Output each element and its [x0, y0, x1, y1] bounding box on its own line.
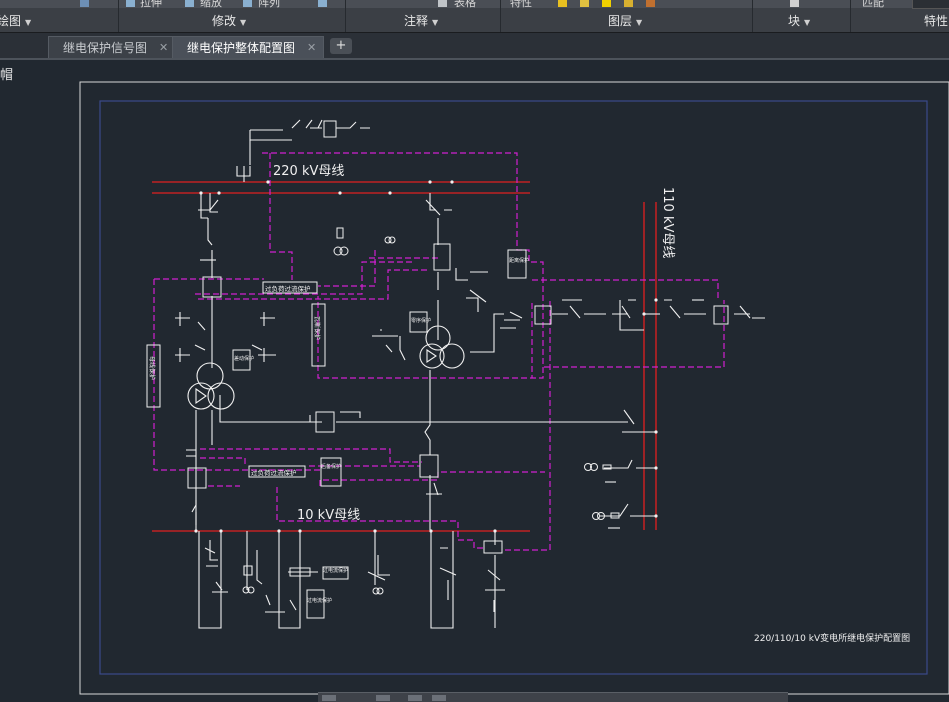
panel-properties[interactable]: 特性	[924, 12, 948, 29]
layer-freeze-icon[interactable]	[580, 0, 589, 7]
relay-label: 后备保护	[321, 463, 341, 470]
panel-modify-label: 修改	[212, 14, 237, 28]
junction-dots	[194, 180, 658, 533]
table-icon[interactable]	[438, 0, 447, 7]
relay-label: 母线保护	[148, 356, 156, 380]
relay-label: 过负荷过流保护	[265, 284, 311, 293]
panel-divider	[345, 0, 346, 32]
stretch-icon[interactable]	[80, 0, 89, 7]
move-icon[interactable]	[126, 0, 135, 7]
panel-draw-label: 绘图	[0, 14, 22, 28]
panel-block-label: 块	[788, 14, 801, 28]
block-dropdown-icon[interactable]	[790, 0, 799, 7]
match-properties-field[interactable]	[912, 0, 949, 9]
bus-220kv	[152, 181, 530, 194]
bus-10kv-label: 10 kV母线	[297, 508, 360, 523]
relay-label: 差动保护	[234, 355, 254, 362]
panel-divider	[118, 0, 119, 32]
tab-label: 继电保护信号图	[63, 41, 148, 55]
single-line-diagram	[175, 119, 765, 629]
relay-label: 过电流保护	[307, 597, 332, 604]
panel-divider	[850, 0, 851, 32]
stretch-command[interactable]: 拉伸	[140, 0, 162, 8]
array-icon[interactable]	[243, 0, 252, 7]
panel-layers-label: 图层	[608, 14, 633, 28]
drawing-title: 220/110/10 kV变电所继电保护配置图	[754, 632, 910, 644]
status-segment[interactable]	[322, 695, 336, 701]
relay-label: 过负荷过流保护	[251, 468, 297, 477]
ribbon-command-strip: 拉伸 缩放 阵列 表格 特性 匹配	[0, 0, 949, 8]
close-icon[interactable]: ✕	[307, 41, 317, 54]
layer-light-icon[interactable]	[602, 0, 611, 7]
transformer-middle	[419, 325, 465, 369]
ribbon: 拉伸 缩放 阵列 表格 特性 匹配 绘图▼ 修改▼ 注释▼ 图层▼ 块▼ 特性	[0, 0, 949, 33]
array-command[interactable]: 阵列	[258, 0, 280, 8]
relay-box-labels: 过负荷过流保护 过负荷过流保护 过电流保护 差动保护 零序保护 距离保护 后备保…	[148, 257, 529, 604]
panel-layers[interactable]: 图层▼	[608, 12, 642, 29]
relay-boxes	[146, 249, 527, 619]
layer-lock-icon[interactable]	[624, 0, 633, 7]
relay-label: 过电流保护	[323, 567, 348, 574]
copy-icon[interactable]	[318, 0, 327, 7]
bus-110kv-label: 110 kV母线	[660, 187, 675, 258]
properties-command[interactable]: 特性	[510, 0, 532, 8]
status-segment[interactable]	[432, 695, 446, 701]
chevron-down-icon: ▼	[25, 18, 32, 27]
panel-divider	[752, 0, 753, 32]
panel-divider	[500, 0, 501, 32]
viewport-label[interactable]: 帽	[0, 68, 14, 83]
tab-label: 继电保护整体配置图	[187, 41, 296, 55]
status-segment[interactable]	[376, 695, 390, 701]
layer-sun-icon[interactable]	[558, 0, 567, 7]
protection-zones	[153, 152, 725, 551]
chevron-down-icon: ▼	[240, 18, 247, 27]
relay-label: 距离保护	[509, 257, 529, 264]
current-transformers	[187, 120, 729, 577]
panel-block[interactable]: 块▼	[788, 12, 810, 29]
status-bar	[318, 692, 788, 702]
status-segment[interactable]	[408, 695, 422, 701]
chevron-down-icon: ▼	[432, 18, 439, 27]
scale-icon[interactable]	[185, 0, 194, 7]
panel-annotation-label: 注释	[404, 14, 429, 28]
relay-label: 零序保护	[411, 317, 431, 324]
table-command[interactable]: 表格	[454, 0, 476, 8]
close-icon[interactable]: ✕	[159, 41, 169, 54]
tab-relay-signal[interactable]: 继电保护信号图 ✕	[48, 36, 174, 58]
new-tab-button[interactable]: +	[330, 38, 352, 54]
scale-command[interactable]: 缩放	[200, 0, 222, 8]
relay-label: 瓦斯保护	[313, 316, 321, 340]
panel-annotation[interactable]: 注释▼	[404, 12, 438, 29]
title-frame	[99, 100, 928, 675]
bus-110kv	[643, 202, 657, 530]
chevron-down-icon: ▼	[636, 18, 643, 27]
match-command[interactable]: 匹配	[862, 0, 884, 8]
tab-relay-config[interactable]: 继电保护整体配置图 ✕	[172, 36, 324, 58]
device-symbols	[242, 227, 620, 595]
transformer-left	[187, 362, 235, 410]
chevron-down-icon: ▼	[804, 18, 811, 27]
drawing-canvas[interactable]: 220 kV母线 110 kV母线 10 kV母线 220/110/10 kV变…	[0, 60, 949, 701]
panel-modify[interactable]: 修改▼	[212, 12, 246, 29]
layer-color-icon[interactable]	[646, 0, 655, 7]
panel-draw[interactable]: 绘图▼	[0, 12, 31, 29]
panel-properties-label: 特性	[924, 14, 949, 28]
document-tabbar: 继电保护信号图 ✕ 继电保护整体配置图 ✕	[0, 33, 949, 60]
bus-220kv-label: 220 kV母线	[273, 164, 344, 179]
